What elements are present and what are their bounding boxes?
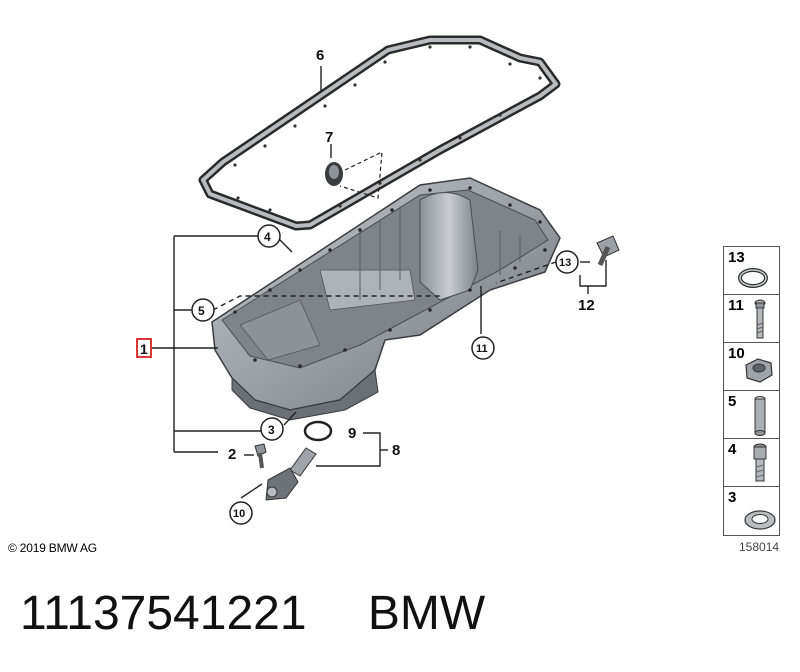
- deflector-part: [325, 150, 383, 199]
- callout-1: 1: [140, 341, 148, 357]
- callout-7: 7: [325, 129, 333, 146]
- legend-item: 10: [724, 343, 779, 391]
- hex-nut-icon: [745, 358, 773, 383]
- small-parts-legend: 13 11 10 5 4: [723, 246, 780, 536]
- socket-screw-icon: [753, 443, 767, 482]
- figure-number: 158014: [739, 540, 780, 554]
- callout-8: 8: [392, 442, 400, 459]
- legend-number: 10: [728, 345, 745, 362]
- legend-number: 3: [728, 489, 737, 506]
- oil-level-sensor: [265, 447, 317, 501]
- callout-13: 13: [559, 257, 571, 269]
- legend-item: 13: [724, 247, 779, 295]
- callout-9: 9: [348, 425, 356, 442]
- legend-number: 5: [728, 393, 737, 410]
- drain-plug-assembly: [596, 235, 620, 267]
- legend-item: 11: [724, 295, 779, 343]
- legend-number: 11: [728, 297, 744, 314]
- o-ring: [303, 420, 333, 442]
- callout-5: 5: [198, 304, 205, 318]
- oil-pan-gasket: [198, 35, 561, 231]
- callout-11: 11: [476, 343, 488, 355]
- small-bolt: [254, 443, 267, 469]
- legend-item: 3: [724, 487, 779, 535]
- callout-4: 4: [264, 230, 271, 244]
- copyright-notice: © 2019 BMW AG: [8, 541, 97, 555]
- exploded-parts-diagram: 6 7 4 5 1 3 2 9 8 10 11 13 12: [136, 35, 620, 525]
- callout-2: 2: [228, 446, 236, 463]
- callout-12: 12: [578, 297, 595, 314]
- brand-name: BMW: [367, 587, 486, 640]
- callout-3: 3: [268, 423, 275, 437]
- legend-item: 4: [724, 439, 779, 487]
- seal-ring-icon: [738, 268, 768, 288]
- flat-washer-icon: [744, 510, 776, 530]
- dowel-sleeve-icon: [754, 396, 766, 436]
- legend-number: 4: [728, 441, 737, 458]
- main-part-highlight-box: [136, 338, 152, 358]
- callout-6: 6: [316, 47, 324, 64]
- legend-number: 13: [728, 249, 745, 266]
- long-bolt-icon: [754, 299, 766, 339]
- callout-circles: [191, 224, 579, 525]
- part-caption: 11137541221 BMW: [20, 586, 485, 641]
- part-number: 11137541221: [20, 587, 307, 640]
- leader-lines: [152, 66, 607, 499]
- oil-pan: [211, 177, 561, 421]
- callout-10: 10: [233, 508, 245, 520]
- legend-item: 5: [724, 391, 779, 439]
